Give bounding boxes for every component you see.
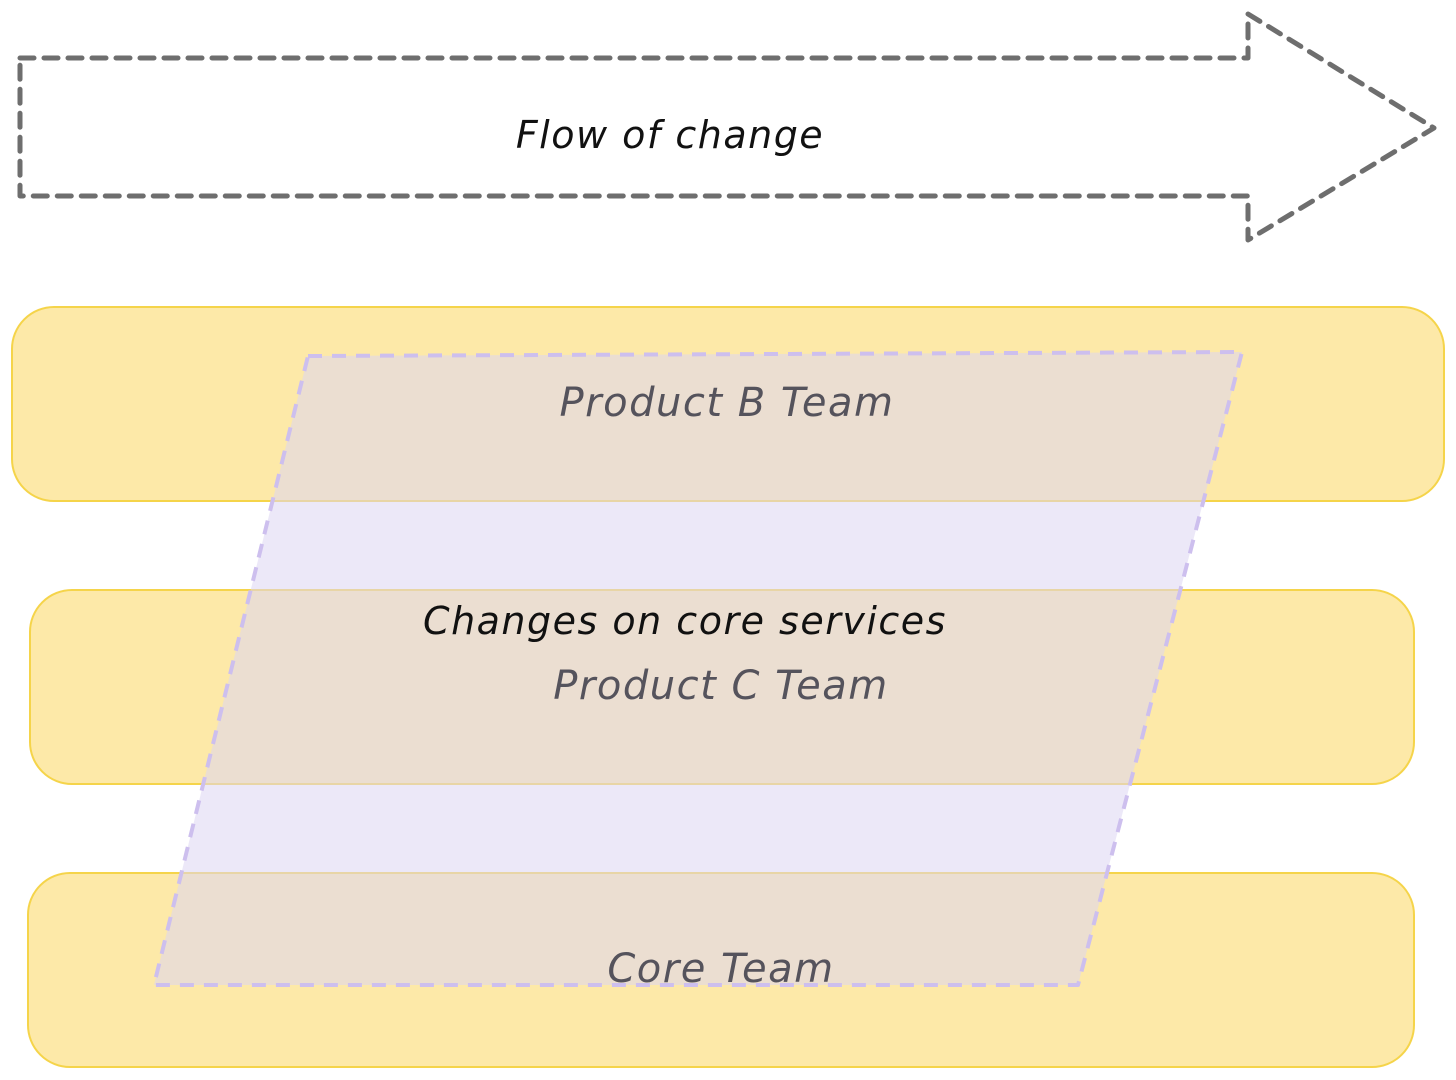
- flow-arrow: Flow of change: [17, 11, 1437, 243]
- lane-product-c-label: Product C Team: [553, 663, 888, 709]
- flow-arrow-label: Flow of change: [516, 113, 824, 157]
- lane-product-b-label: Product B Team: [560, 380, 895, 426]
- overlay-label: Changes on core services: [423, 599, 947, 643]
- lane-core-label: Core Team: [607, 946, 834, 992]
- core-services-overlay: [152, 350, 1244, 987]
- flow-arrow-outline: [17, 11, 1437, 243]
